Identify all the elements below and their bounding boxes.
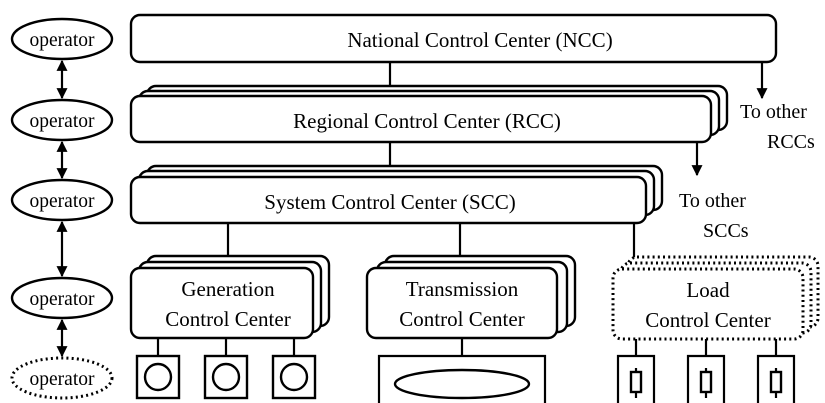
load-1-icon xyxy=(629,370,643,394)
load-3-icon xyxy=(769,370,783,394)
load-1-box xyxy=(616,354,656,403)
load-center-stack: Load Control Center xyxy=(611,255,820,341)
operator-rcc-label: operator xyxy=(30,111,95,132)
scc-box-stack: System Control Center (SCC) xyxy=(129,164,664,225)
operator-local xyxy=(10,276,114,320)
transmission-network-icon xyxy=(393,368,531,400)
operator-local-label: operator xyxy=(30,289,95,310)
transmission-network-box xyxy=(377,354,547,403)
operator-ncc-label: operator xyxy=(30,30,95,51)
to-other-rccs-line1: To other xyxy=(740,101,807,123)
generation-rect xyxy=(129,266,315,340)
to-other-rccs-line2: RCCs xyxy=(767,131,815,153)
load-2-icon xyxy=(699,370,713,394)
generation-label-line1: Generation xyxy=(181,277,275,301)
load-label-line1: Load xyxy=(686,278,730,302)
transmission-network xyxy=(377,338,547,403)
ncc-label: National Control Center (NCC) xyxy=(347,28,612,52)
operator-field-dotted xyxy=(10,356,114,400)
generator-2-icon xyxy=(211,362,241,392)
transmission-center-stack: Transmission Control Center xyxy=(365,254,577,340)
generator-3-icon xyxy=(279,362,309,392)
to-other-sccs-line2: SCCs xyxy=(703,220,749,242)
generator-1-icon xyxy=(143,362,173,392)
rcc-box-stack: Regional Control Center (RCC) xyxy=(129,84,729,144)
scc-rect xyxy=(129,175,648,225)
operator-column: operator operator operator operator oper… xyxy=(10,17,114,400)
operator-field-label: operator xyxy=(30,369,95,390)
load-units xyxy=(616,339,796,403)
scc-label: System Control Center (SCC) xyxy=(264,190,515,214)
load-label-line2: Control Center xyxy=(645,308,770,332)
generation-center-stack: Generation Control Center xyxy=(129,254,331,340)
ncc-rect xyxy=(129,13,778,64)
rcc-label: Regional Control Center (RCC) xyxy=(293,109,561,133)
operator-rcc xyxy=(10,98,114,142)
rcc-rect xyxy=(129,94,713,144)
transmission-label-line1: Transmission xyxy=(406,277,519,301)
transmission-label-line2: Control Center xyxy=(399,307,524,331)
operator-ncc xyxy=(10,17,114,61)
generation-label-line2: Control Center xyxy=(165,307,290,331)
load-3-box xyxy=(756,354,796,403)
generator-units xyxy=(135,338,317,400)
operator-scc-label: operator xyxy=(30,191,95,212)
load-rect xyxy=(611,267,805,341)
ncc-box: National Control Center (NCC) xyxy=(129,13,778,64)
to-other-sccs-line1: To other xyxy=(679,190,746,212)
load-2-box xyxy=(686,354,726,403)
operator-scc xyxy=(10,178,114,222)
